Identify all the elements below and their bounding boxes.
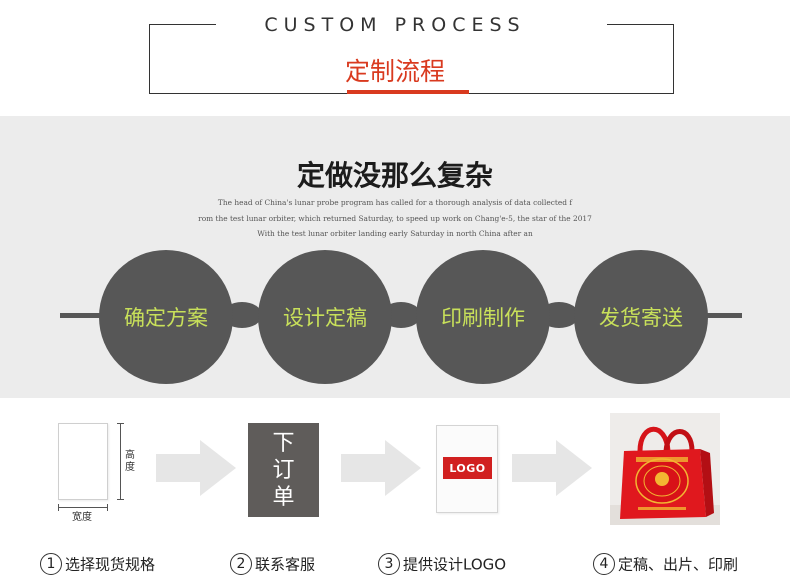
printed-bag-photo [610,413,720,525]
height-label: 高度 [125,450,135,473]
place-order-box: 下订单 [248,423,319,517]
process-circle-4: 发货寄送 [574,250,708,384]
intro-text-line-2: rom the test lunar orbiter, which return… [198,214,592,223]
header-frame-left [149,24,150,94]
width-dimension-cap [107,504,108,511]
right-arrow-icon [512,440,592,496]
header-underline [347,90,469,94]
step-number: 4 [593,553,615,575]
process-circle-2: 设计定稿 [258,250,392,384]
width-dimension-line [58,507,108,508]
header-title-en: CUSTOM PROCESS [264,14,526,36]
intro-text-line-1: The head of China's lunar probe program … [217,198,573,207]
step-number: 3 [378,553,400,575]
height-dimension-cap [117,423,124,424]
height-dimension-cap [117,499,124,500]
process-circle-3: 印刷制作 [416,250,550,384]
place-order-text: 下订单 [272,430,295,510]
step-number: 2 [230,553,252,575]
header-title-cn: 定制流程 [344,57,445,86]
intro-band: 定做没那么复杂 The head of China's lunar probe … [0,116,790,398]
process-circle-label: 设计定稿 [283,306,367,330]
process-circle-label: 印刷制作 [441,306,525,330]
width-label: 宽度 [72,512,92,523]
process-circle-label: 确定方案 [124,306,208,330]
intro-heading: 定做没那么复杂 [296,159,493,192]
logo-badge: LOGO [443,457,492,479]
right-arrow-icon [341,440,421,496]
step-caption-text: 定稿、出片、印刷 [618,555,739,574]
step-number: 1 [40,553,62,575]
header-frame-top-left [149,24,216,25]
right-arrow-icon [156,440,236,496]
height-dimension-line [120,423,121,500]
process-circle-label: 发货寄送 [599,306,683,330]
intro-text-line-3: With the test lunar orbiter landing earl… [257,229,533,238]
red-tote-bag-image [610,413,720,525]
process-circle-1: 确定方案 [99,250,233,384]
header-frame-right [673,24,674,94]
width-dimension-cap [58,504,59,511]
header-frame-top-right [607,24,674,25]
step-caption-text: 提供设计LOGO [403,555,507,574]
step-caption-text: 联系客服 [255,555,316,574]
step-caption-text: 选择现货规格 [65,555,156,574]
blank-bag-illustration [58,423,108,500]
